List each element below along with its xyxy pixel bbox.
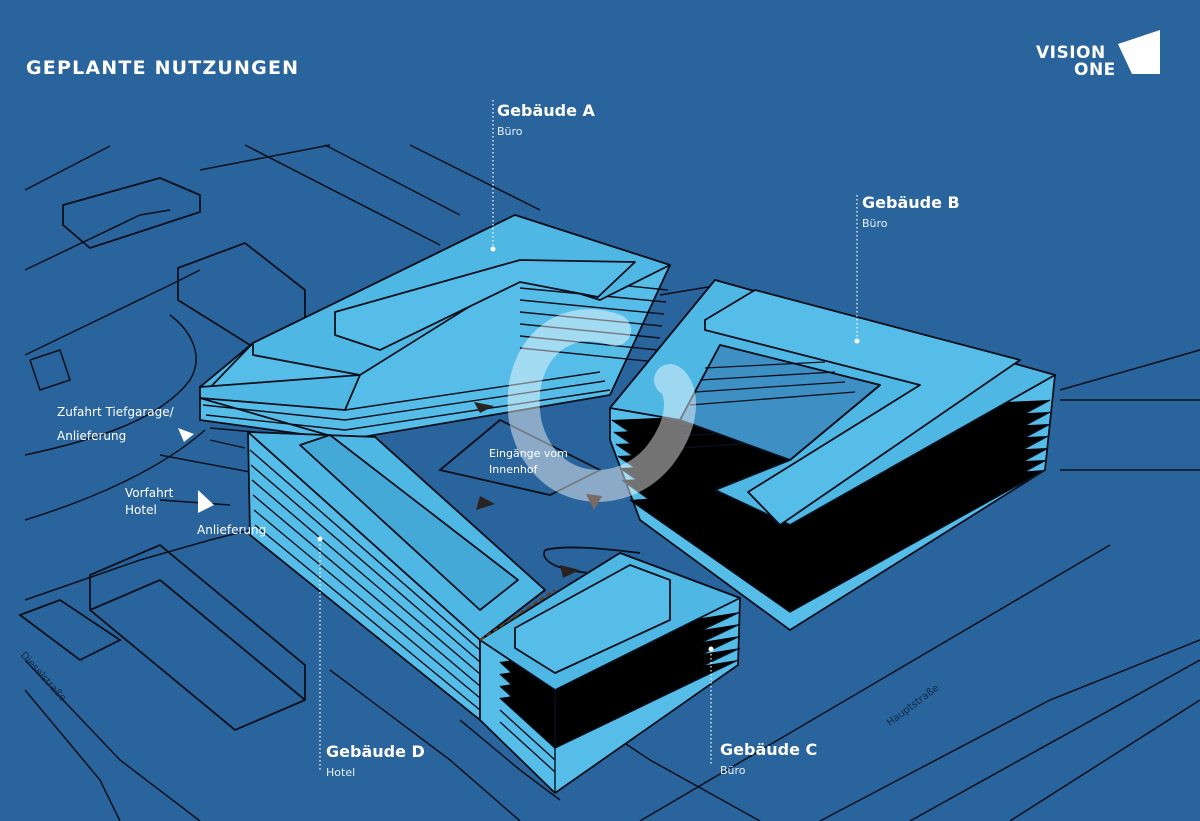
building-d-name: Gebäude D xyxy=(326,742,425,761)
building-b-use: Büro xyxy=(862,217,888,230)
entrance-arrows xyxy=(474,402,602,578)
vision-one-logo-mark xyxy=(1118,30,1160,74)
building-d-use: Hotel xyxy=(326,766,356,779)
vorfahrt-label-line2: Hotel xyxy=(125,503,157,517)
building-b-name: Gebäude B xyxy=(862,193,960,212)
page-title: GEPLANTE NUTZUNGEN xyxy=(26,57,300,79)
zufahrt-label-line2: Anlieferung xyxy=(57,429,127,443)
building-d xyxy=(247,431,546,721)
eingaenge-label-line2: Innenhof xyxy=(489,463,538,476)
logo-text-one: ONE xyxy=(1074,60,1116,80)
zufahrt-label-line1: Zufahrt Tiefgarage/ xyxy=(57,405,174,419)
building-c-name: Gebäude C xyxy=(720,740,818,759)
courtyard xyxy=(438,418,641,574)
building-a-use: Büro xyxy=(497,125,523,138)
vorfahrt-label-line1: Vorfahrt xyxy=(125,486,174,500)
swirl-overlay xyxy=(507,309,696,502)
building-b xyxy=(609,279,1056,631)
building-c-use: Büro xyxy=(720,764,746,777)
anlieferung-label: Anlieferung xyxy=(197,523,267,537)
logo-text-vision: VISION xyxy=(1036,43,1106,63)
building-a-name: Gebäude A xyxy=(497,101,595,120)
building-c xyxy=(479,552,741,794)
context-buildings xyxy=(18,177,306,732)
eingaenge-label-line1: Eingänge vom xyxy=(489,447,568,460)
access-arrows xyxy=(178,428,214,513)
leader-dots xyxy=(317,246,860,652)
leader-lines xyxy=(319,100,858,770)
building-a xyxy=(199,214,671,449)
